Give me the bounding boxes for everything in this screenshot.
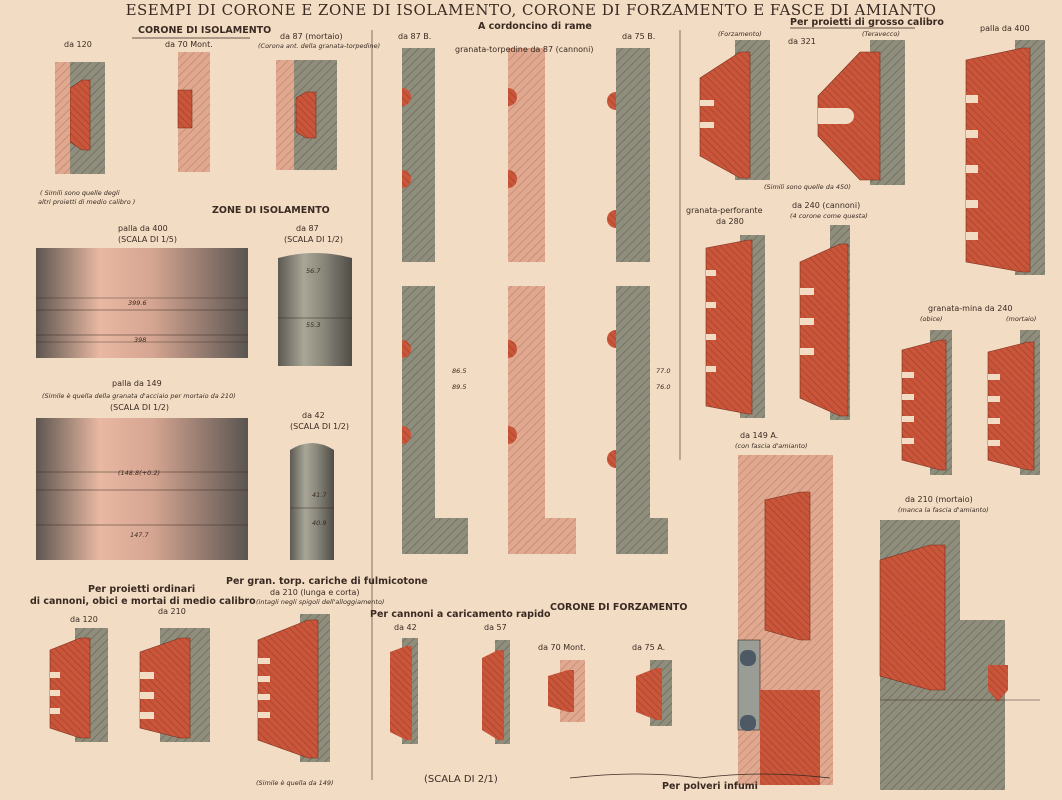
- label-da120-bot: da 120: [70, 615, 98, 624]
- dim-56-7: 56.7: [306, 267, 321, 275]
- corona-isolamento-70-mont: [177, 52, 210, 172]
- corona-isolamento-120: [55, 62, 105, 174]
- dim-398: 398: [134, 336, 147, 344]
- label-granata-perf-2: da 280: [716, 217, 744, 226]
- section-corone-isolamento: CORONE DI ISOLAMENTO: [138, 25, 272, 36]
- cordoncino-75B-bottom: [607, 286, 668, 554]
- dim-147-7: 147.7: [130, 531, 149, 539]
- label-da87-mortaio: da 87 (mortaio): [280, 32, 343, 41]
- label-granata-torp-87: granata-torpedine da 87 (cannoni): [455, 45, 594, 54]
- corona-granata-perforante-280: [705, 235, 765, 418]
- label-da321: da 321: [788, 37, 816, 46]
- corona-forzamento-grosso: [699, 40, 770, 180]
- label-forzamento: (Forzamento): [718, 30, 762, 38]
- label-manca-fascia: (manca la fascia d'amianto): [898, 506, 989, 514]
- corona-ordinaria-210: [139, 628, 210, 742]
- dim-89-5: 89.5: [452, 383, 467, 391]
- label-palla149: palla da 149: [112, 379, 162, 388]
- section-gran-torp-3: (intagli negli spigoli dell'alloggiament…: [256, 598, 385, 606]
- dim-399-6: 399.6: [128, 299, 147, 307]
- zona-87: [278, 253, 352, 366]
- corona-240-cannoni: [799, 225, 850, 420]
- dim-41-7: 41.7: [312, 491, 327, 499]
- label-corone-questa: (4 corone come questa): [790, 212, 868, 220]
- label-granata-mina-240: granata-mina da 240: [928, 304, 1013, 313]
- plate-title: ESEMPI DI CORONE E ZONE DI ISOLAMENTO, C…: [125, 1, 937, 19]
- section-ordinari-1: Per proietti ordinari: [88, 584, 196, 595]
- corona-isolamento-87-mortaio: [276, 60, 337, 170]
- label-da57-bot: da 57: [484, 623, 507, 632]
- zona-palla-149: [36, 418, 248, 560]
- label-da75B: da 75 B.: [622, 32, 656, 41]
- label-da70-mont-top: da 70 Mont.: [165, 40, 213, 49]
- corona-granata-mina-240-obice: [901, 330, 952, 475]
- label-da42-bot: da 42: [394, 623, 417, 632]
- label-da149A: da 149 A.: [740, 431, 779, 440]
- corona-ordinaria-120: [49, 628, 108, 742]
- cordoncino-75B-top: [607, 48, 650, 262]
- label-fascia-amianto: (con fascia d'amianto): [735, 442, 808, 450]
- corona-gran-torp-210: [257, 614, 330, 762]
- label-scala-12c: (SCALA DI 1/2): [290, 422, 349, 431]
- cordoncino-torpedine-top: [508, 48, 545, 262]
- corona-149A-amianto: [737, 455, 833, 785]
- label-da70-mont-bot: da 70 Mont.: [538, 643, 586, 652]
- label-da120-top: da 120: [64, 40, 92, 49]
- label-simili-450: (Simili sono quelle da 450): [764, 183, 851, 191]
- section-corone-forzamento: CORONE DI FORZAMENTO: [550, 602, 688, 613]
- zona-palla-400: [36, 248, 248, 358]
- label-teravecco: (Teravecco): [862, 30, 900, 38]
- label-da240-cannoni: da 240 (cannoni): [792, 201, 861, 210]
- section-cordoncino: A cordoncino di rame: [478, 21, 592, 32]
- corona-rapido-42: [390, 638, 418, 744]
- section-grosso-calibro: Per proietti di grosso calibro: [790, 17, 944, 28]
- section-polveri-infumi: Per polveri infumi: [662, 781, 758, 792]
- corona-321: [817, 40, 905, 185]
- label-da87B: da 87 B.: [398, 32, 432, 41]
- label-palla400: palla da 400: [980, 24, 1030, 33]
- label-simile-mortaio: (Simile è quella della granata d'acciaio…: [42, 392, 236, 400]
- label-mortaio: (mortaio): [1006, 315, 1037, 323]
- label-da210-mortaio: da 210 (mortaio): [905, 495, 973, 504]
- label-palla400-zone: palla da 400: [118, 224, 168, 233]
- section-zone-isolamento: ZONE DI ISOLAMENTO: [212, 205, 330, 216]
- dim-55-3: 55.3: [306, 321, 321, 329]
- label-granata-perf-1: granata-perforante: [686, 206, 763, 215]
- dim-77-0: 77.0: [656, 367, 671, 375]
- section-gran-torp-2: da 210 (lunga e corta): [270, 588, 360, 597]
- label-da75A: da 75 A.: [632, 643, 666, 652]
- dim-40-9: 40.9: [312, 519, 327, 527]
- corona-palla-400: [965, 40, 1045, 275]
- section-gran-torp-1: Per gran. torp. cariche di fulmicotone: [226, 576, 428, 587]
- label-corona-ant: (Corona ant. della granata-torpedine): [258, 42, 381, 50]
- corona-granata-mina-240-mortaio: [987, 330, 1040, 475]
- label-scala-15: (SCALA DI 1/5): [118, 235, 177, 244]
- zona-42: [290, 443, 334, 560]
- cordoncino-87B-top: [402, 48, 435, 262]
- label-da87-zone: da 87: [296, 224, 319, 233]
- corona-forzamento-75-A: [636, 660, 672, 726]
- label-obice: (obice): [920, 315, 943, 323]
- cordoncino-87B-bottom: [402, 286, 468, 554]
- section-ordinari-2: di cannoni, obici e mortai di medio cali…: [30, 596, 256, 607]
- section-caricamento-rapido: Per cannoni a caricamento rapido: [370, 609, 551, 620]
- label-da210-bot: da 210: [158, 607, 186, 616]
- label-scala-2-1: (SCALA DI 2/1): [424, 774, 498, 785]
- cordoncino-torpedine-bottom: [508, 286, 576, 554]
- label-scala-12: (SCALA DI 1/2): [284, 235, 343, 244]
- label-scala-12b: (SCALA DI 1/2): [110, 403, 169, 412]
- corona-210-mortaio: [879, 520, 1040, 790]
- label-da42-zone: da 42: [302, 411, 325, 420]
- corona-forzamento-70-mont: [548, 660, 585, 722]
- dim-86-5: 86.5: [452, 367, 467, 375]
- label-simile-149: (Simile è quella da 149): [256, 779, 334, 787]
- label-simili-1: ( Simili sono quelle degli: [40, 189, 120, 197]
- label-simili-2: altri proietti di medio calibro ): [38, 198, 136, 206]
- dim-148-8: (148.8(+0.2): [118, 469, 160, 477]
- dim-76-0: 76.0: [656, 383, 671, 391]
- corona-rapido-57: [482, 640, 510, 744]
